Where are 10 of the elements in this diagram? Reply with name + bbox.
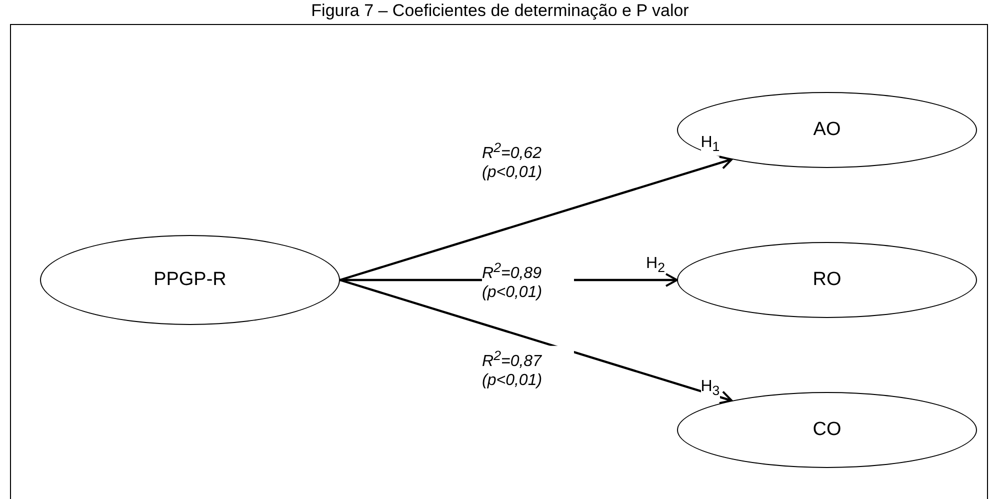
hypothesis-label: H$_{3}$	[700, 377, 720, 399]
node-label: CO	[812, 419, 842, 441]
figure-title: Figura 7 – Coeficientes de determinação e P valor	[311, 1, 689, 21]
node-label: AO	[813, 119, 841, 141]
node-label: RO	[812, 269, 842, 291]
hypothesis-label: H$_{1}$	[700, 134, 720, 156]
edge-label: R$^{2}$=0,87 (p<0,01)	[482, 346, 574, 390]
arrow	[340, 278, 733, 404]
node-label: PPGP-R	[154, 269, 226, 291]
arrow	[340, 156, 733, 282]
